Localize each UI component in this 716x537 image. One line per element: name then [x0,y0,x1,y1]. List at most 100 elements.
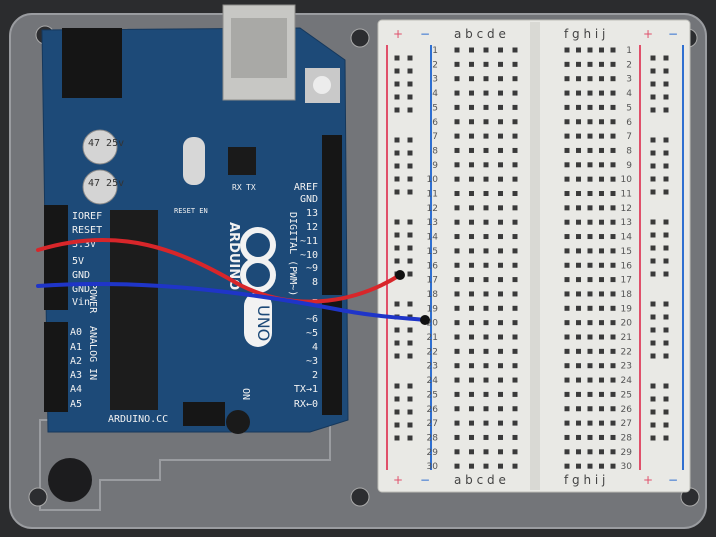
breadboard-hole[interactable] [610,320,616,326]
rail-hole[interactable] [650,301,656,307]
rail-hole[interactable] [407,232,413,238]
breadboard-hole[interactable] [599,176,604,182]
breadboard-hole[interactable] [483,262,489,268]
breadboard-hole[interactable] [498,406,503,412]
breadboard-hole[interactable] [564,119,570,125]
breadboard-hole[interactable] [576,61,581,67]
rail-hole[interactable] [394,137,400,143]
breadboard-hole[interactable] [454,76,460,82]
breadboard-hole[interactable] [498,420,503,426]
breadboard-hole[interactable] [564,363,570,369]
breadboard-hole[interactable] [512,219,518,225]
rail-hole[interactable] [394,340,400,346]
breadboard-hole[interactable] [512,248,518,254]
breadboard-hole[interactable] [498,291,503,297]
rail-hole[interactable] [394,245,400,251]
breadboard-hole[interactable] [498,305,503,311]
breadboard-hole[interactable] [576,119,581,125]
breadboard-hole[interactable] [599,147,604,153]
breadboard-hole[interactable] [469,104,474,110]
breadboard-hole[interactable] [599,162,604,168]
breadboard-hole[interactable] [564,76,570,82]
breadboard-hole[interactable] [483,61,489,67]
breadboard-hole[interactable] [498,363,503,369]
breadboard-hole[interactable] [587,320,593,326]
breadboard-hole[interactable] [469,348,474,354]
breadboard-hole[interactable] [512,90,518,96]
breadboard-hole[interactable] [599,219,604,225]
breadboard-hole[interactable] [610,234,616,240]
rail-hole[interactable] [407,301,413,307]
breadboard-hole[interactable] [610,434,616,440]
breadboard-hole[interactable] [564,391,570,397]
rail-hole[interactable] [394,409,400,415]
breadboard-hole[interactable] [512,47,518,53]
breadboard-hole[interactable] [587,363,593,369]
breadboard-hole[interactable] [576,76,581,82]
breadboard-hole[interactable] [576,234,581,240]
breadboard-hole[interactable] [498,76,503,82]
rail-hole[interactable] [407,219,413,225]
rail-hole[interactable] [650,245,656,251]
breadboard-hole[interactable] [469,262,474,268]
breadboard-hole[interactable] [587,434,593,440]
rail-hole[interactable] [394,81,400,87]
rail-hole[interactable] [650,219,656,225]
breadboard-hole[interactable] [576,449,581,455]
breadboard-hole[interactable] [610,90,616,96]
breadboard-hole[interactable] [599,205,604,211]
breadboard-hole[interactable] [610,449,616,455]
breadboard-hole[interactable] [454,205,460,211]
breadboard-hole[interactable] [610,262,616,268]
breadboard-hole[interactable] [498,47,503,53]
rail-hole[interactable] [663,327,669,333]
breadboard-hole[interactable] [610,76,616,82]
breadboard-hole[interactable] [599,262,604,268]
rail-hole[interactable] [663,409,669,415]
breadboard-hole[interactable] [587,391,593,397]
breadboard-hole[interactable] [498,219,503,225]
breadboard-hole[interactable] [469,162,474,168]
breadboard-hole[interactable] [564,248,570,254]
rail-hole[interactable] [650,435,656,441]
rail-hole[interactable] [407,55,413,61]
rail-hole[interactable] [407,150,413,156]
breadboard-hole[interactable] [483,205,489,211]
breadboard-hole[interactable] [469,291,474,297]
breadboard-hole[interactable] [599,348,604,354]
breadboard-hole[interactable] [512,305,518,311]
breadboard-hole[interactable] [610,47,616,53]
rail-hole[interactable] [394,163,400,169]
breadboard-hole[interactable] [587,277,593,283]
rail-hole[interactable] [394,176,400,182]
breadboard-hole[interactable] [599,76,604,82]
rail-hole[interactable] [394,55,400,61]
breadboard-hole[interactable] [599,234,604,240]
breadboard-hole[interactable] [512,176,518,182]
rail-hole[interactable] [394,435,400,441]
breadboard-hole[interactable] [454,90,460,96]
breadboard-hole[interactable] [576,104,581,110]
breadboard-hole[interactable] [469,406,474,412]
breadboard-hole[interactable] [599,377,604,383]
rail-hole[interactable] [407,107,413,113]
breadboard-hole[interactable] [498,262,503,268]
breadboard-hole[interactable] [498,391,503,397]
breadboard-hole[interactable] [469,377,474,383]
breadboard-hole[interactable] [564,305,570,311]
breadboard-hole[interactable] [610,420,616,426]
breadboard-hole[interactable] [454,320,460,326]
breadboard-hole[interactable] [599,363,604,369]
breadboard-hole[interactable] [454,191,460,196]
breadboard-hole[interactable] [512,420,518,426]
breadboard-hole[interactable] [610,248,616,254]
breadboard-hole[interactable] [483,363,489,369]
breadboard-hole[interactable] [610,119,616,125]
breadboard-hole[interactable] [564,90,570,96]
rail-hole[interactable] [650,189,656,195]
breadboard-hole[interactable] [469,420,474,426]
breadboard-hole[interactable] [469,234,474,240]
breadboard-hole[interactable] [483,234,489,240]
breadboard-hole[interactable] [564,61,570,67]
breadboard-hole[interactable] [564,162,570,168]
